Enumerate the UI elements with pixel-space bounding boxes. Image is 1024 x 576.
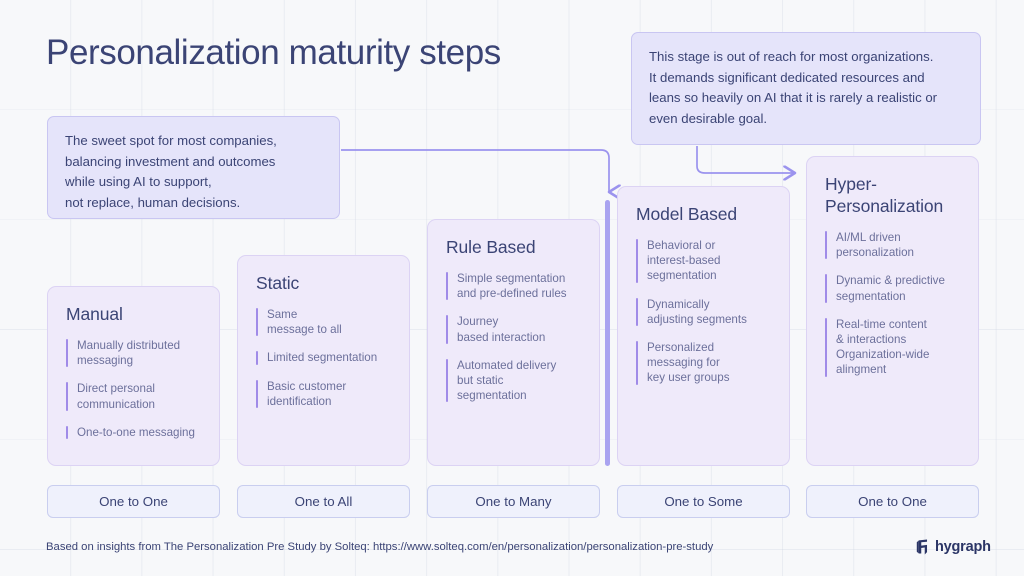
- stage-bullet: Behavioral or interest-based segmentatio…: [636, 238, 771, 284]
- stage-bullet-list: Simple segmentation and pre-defined rule…: [446, 271, 581, 403]
- stage-label-hyper-personalization[interactable]: One to One: [806, 485, 979, 518]
- stage-title: Hyper- Personalization: [825, 174, 944, 216]
- stage-label-manual[interactable]: One to One: [47, 485, 220, 518]
- footer-credit: Based on insights from The Personalizati…: [46, 541, 714, 553]
- stage-bullet-list: Behavioral or interest-based segmentatio…: [636, 238, 771, 386]
- stage-bullet: Same message to all: [256, 307, 391, 337]
- stage-card-hyper-personalization[interactable]: Hyper- Personalization AI/ML driven pers…: [806, 156, 979, 466]
- stage-bullet: Dynamically adjusting segments: [636, 297, 771, 327]
- stage-bullet: AI/ML driven personalization: [825, 230, 960, 260]
- arrow-left-callout-to-model: [341, 149, 609, 192]
- stage-title: Model Based: [636, 204, 738, 224]
- brand-name: hygraph: [935, 539, 991, 555]
- stage-bullet: Basic customer identification: [256, 379, 391, 409]
- stage-label-static[interactable]: One to All: [237, 485, 410, 518]
- stage-title: Static: [256, 273, 300, 293]
- callout-sweet-spot: The sweet spot for most companies, balan…: [47, 116, 340, 219]
- stage-title: Rule Based: [446, 237, 536, 257]
- callout-out-of-reach: This stage is out of reach for most orga…: [631, 32, 981, 145]
- stage-card-model-based[interactable]: Model Based Behavioral or interest-based…: [617, 186, 790, 466]
- stage-bullet-list: Same message to all Limited segmentation…: [256, 307, 391, 409]
- stage-title: Manual: [66, 304, 123, 324]
- stage-label-model-based[interactable]: One to Some: [617, 485, 790, 518]
- stage-bullet: Personalized messaging for key user grou…: [636, 340, 771, 386]
- stage-bullet: Journey based interaction: [446, 314, 581, 345]
- arrow-right-callout-to-hyper: [696, 146, 795, 173]
- brand-logo: hygraph: [916, 539, 991, 555]
- stage-bullet: Real-time content & interactions Organiz…: [825, 317, 960, 378]
- stage-divider-line: [605, 200, 610, 466]
- hygraph-logo-icon: [916, 539, 928, 555]
- stage-bullet: Automated delivery but static segmentati…: [446, 358, 581, 404]
- stage-label-rule-based[interactable]: One to Many: [427, 485, 600, 518]
- stage-card-static[interactable]: Static Same message to all Limited segme…: [237, 255, 410, 466]
- stage-card-manual[interactable]: Manual Manually distributed messaging Di…: [47, 286, 220, 466]
- stage-bullet: Limited segmentation: [256, 350, 391, 365]
- stage-bullet: One-to-one messaging: [66, 425, 201, 440]
- stage-bullet: Dynamic & predictive segmentation: [825, 273, 960, 304]
- stage-bullet-list: AI/ML driven personalization Dynamic & p…: [825, 230, 960, 378]
- stage-bullet: Direct personal communication: [66, 381, 201, 412]
- stage-bullet: Simple segmentation and pre-defined rule…: [446, 271, 581, 301]
- stage-bullet-list: Manually distributed messaging Direct pe…: [66, 338, 201, 440]
- stage-card-rule-based[interactable]: Rule Based Simple segmentation and pre-d…: [427, 219, 600, 466]
- page-title: Personalization maturity steps: [46, 33, 501, 72]
- stage-bullet: Manually distributed messaging: [66, 338, 201, 368]
